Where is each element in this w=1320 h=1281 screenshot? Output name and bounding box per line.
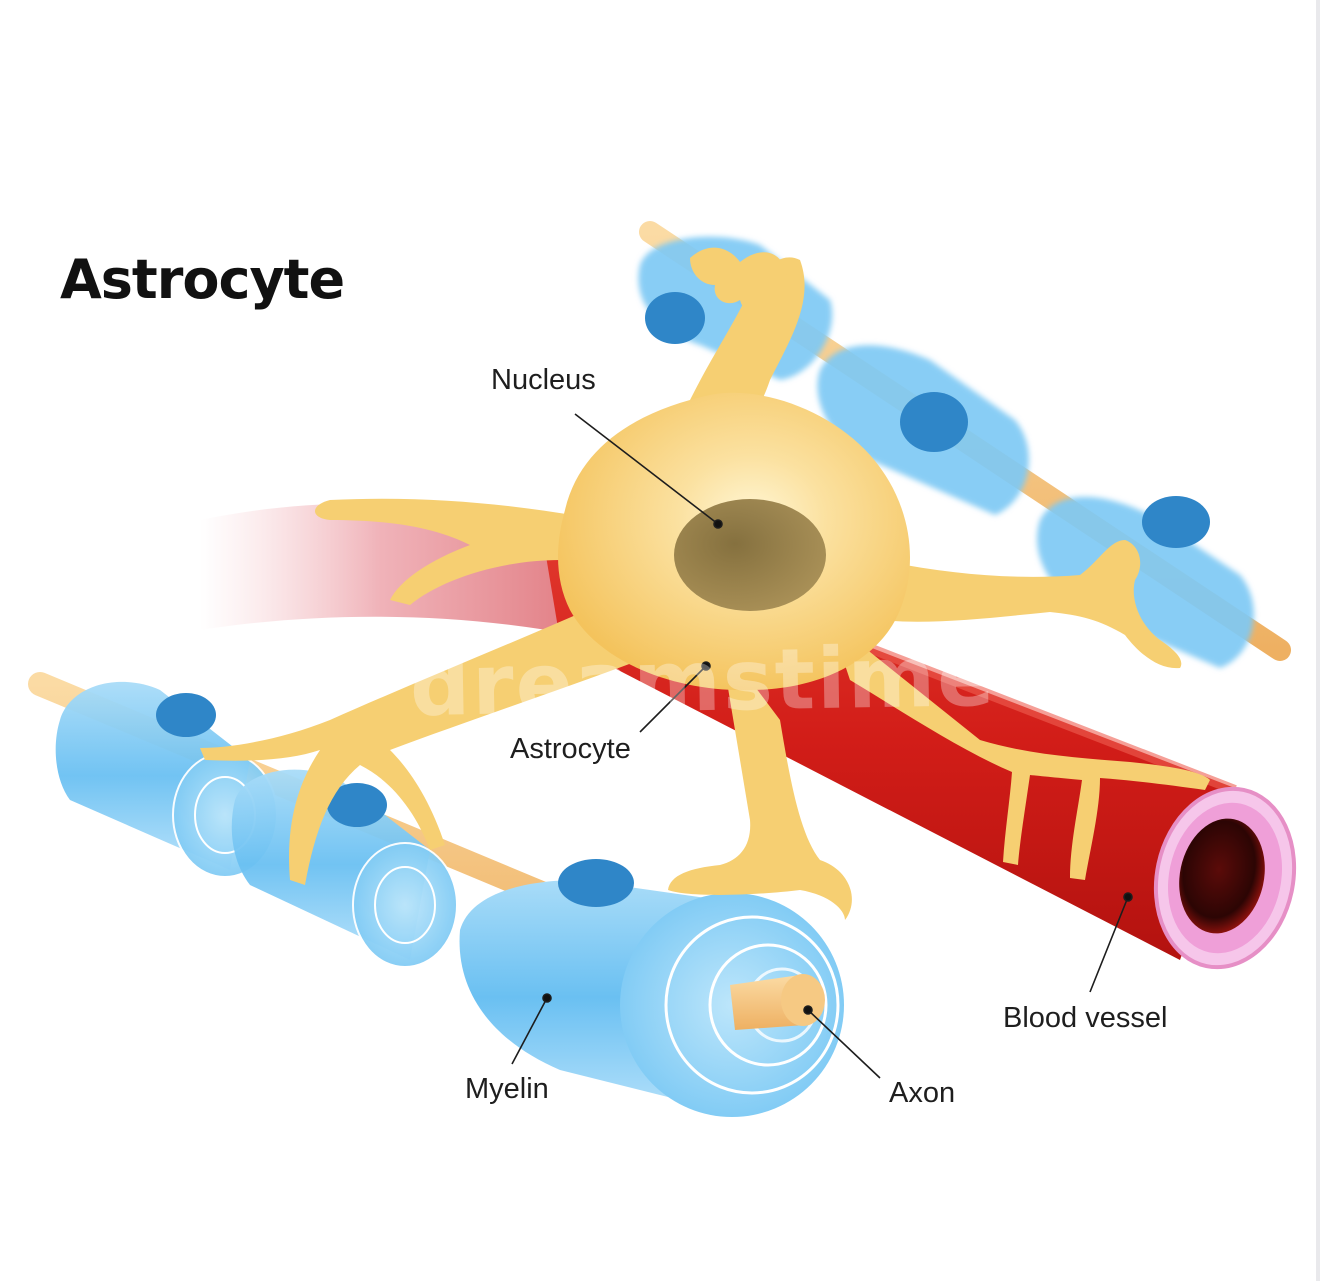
astrocyte-leader [639, 665, 707, 733]
label-myelin: Myelin [465, 1073, 549, 1105]
myelin-segment [1037, 496, 1254, 668]
schwann-nucleus [900, 392, 968, 452]
nucleus [674, 499, 826, 611]
schwann-nucleus [327, 783, 387, 827]
schwann-nucleus [156, 693, 216, 737]
schwann-nucleus [558, 859, 634, 907]
label-axon: Axon [889, 1077, 956, 1109]
schwann-nucleus [1142, 496, 1210, 548]
axon-leader [807, 1009, 881, 1079]
axon-end [730, 974, 825, 1030]
myelin-main-segment [459, 880, 844, 1117]
schwann-nucleus [645, 292, 705, 344]
label-astrocyte: Astrocyte [510, 733, 631, 765]
page-edge [1316, 0, 1320, 1281]
diagram-title: Astrocyte [60, 248, 345, 311]
blood-vessel-leader [1089, 896, 1129, 993]
vessel-lumen [1179, 818, 1265, 934]
lower-left-axon [28, 672, 844, 1117]
leader-lines [511, 413, 1133, 1079]
astrocyte [200, 247, 1210, 920]
label-blood-vessel: Blood vessel [1003, 1002, 1168, 1034]
myelin-leader [511, 997, 548, 1065]
label-nucleus: Nucleus [491, 364, 596, 396]
nucleus-leader [574, 413, 719, 525]
